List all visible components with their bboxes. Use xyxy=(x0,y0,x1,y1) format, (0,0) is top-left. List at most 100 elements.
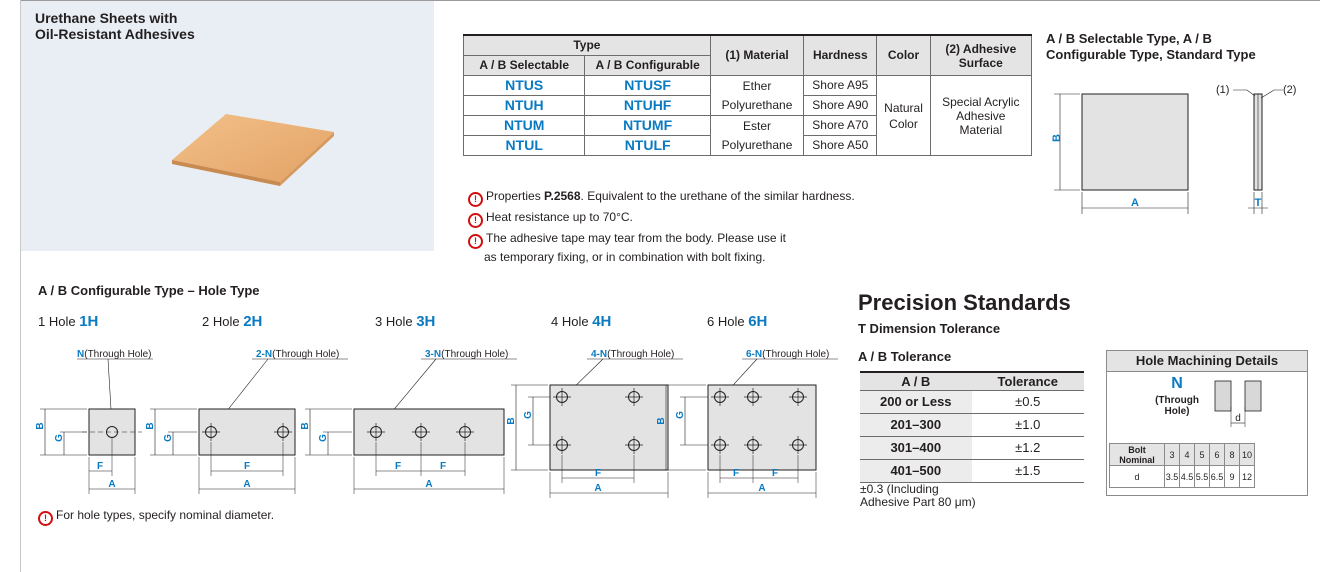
hole-type-code[interactable]: 3H xyxy=(416,313,436,330)
hole-type-code[interactable]: 4H xyxy=(592,313,612,330)
sheet-top-face xyxy=(172,114,334,182)
material-ether-line2: Polyurethane xyxy=(721,97,793,112)
tolerance-cell: ±1.0 xyxy=(971,413,1084,437)
callout-suffix: (Through Hole) xyxy=(441,349,508,360)
header-color: Color xyxy=(876,34,931,76)
dim-b-label: B xyxy=(656,417,667,424)
code-configurable[interactable]: NTULF xyxy=(584,135,711,156)
adhesive-line1: Special Acrylic xyxy=(942,94,1020,109)
dim-f-label: F xyxy=(595,468,601,479)
bolt-nominal-cell: 3 xyxy=(1164,443,1180,466)
bolt-nominal-header: Bolt Nominal xyxy=(1109,443,1165,466)
hole-section-diagram: d xyxy=(1214,380,1262,427)
range-cell: 301–400 xyxy=(860,436,972,460)
type-table-header-row: Type (1) Material Hardness Color (2) Adh… xyxy=(463,34,1033,76)
adhesive-line3: Material xyxy=(959,122,1003,137)
warning-icon: ! xyxy=(468,192,483,207)
dim-g-label: G xyxy=(523,411,534,419)
dim-f-label: F xyxy=(395,461,401,472)
header-type: Type xyxy=(463,34,711,56)
ab-tolerance-table: A / B Tolerance 200 or Less ±0.5 201–300… xyxy=(860,371,1084,483)
bolt-nominal-row: Bolt Nominal 3 4 5 6 8 10 xyxy=(1109,443,1255,466)
callout-text: 2-N(Through Hole) xyxy=(256,349,339,360)
urethane-sheet-image xyxy=(172,114,334,186)
product-title-line2: Oil-Resistant Adhesives xyxy=(35,26,195,42)
hardness-cell: Shore A50 xyxy=(803,135,878,156)
note-adhesive: !The adhesive tape may tear from the bod… xyxy=(468,230,855,249)
note1-page-link[interactable]: P.2568 xyxy=(544,189,581,203)
hole-type-label-text: 2 Hole xyxy=(202,314,244,329)
hole-drawing-1h: N(Through Hole) B G F A xyxy=(35,349,153,494)
hole-type-code[interactable]: 6H xyxy=(748,313,768,330)
color-cell: Natural Color xyxy=(876,75,931,156)
hole-machining-title: Hole Machining Details xyxy=(1107,351,1307,372)
callout-1-leader xyxy=(1233,89,1256,97)
bolt-nominal-cell: 4 xyxy=(1179,443,1195,466)
standard-type-drawing: B A T (1) (2) xyxy=(1051,84,1296,214)
callout-prefix: 2- xyxy=(256,349,265,360)
code-selectable[interactable]: NTUM xyxy=(462,115,586,136)
hole-type-footnote: !For hole types, specify nominal diamete… xyxy=(38,508,274,526)
code-configurable[interactable]: NTUMF xyxy=(584,115,711,136)
callout-1-label: (1) xyxy=(1216,84,1229,96)
dim-g-label: G xyxy=(54,434,65,442)
callout-prefix: 4- xyxy=(591,349,600,360)
dim-a-label: A xyxy=(594,483,601,494)
through-line1: (Through xyxy=(1155,395,1199,406)
tolerance-cell: ±1.2 xyxy=(971,436,1084,460)
code-selectable[interactable]: NTUL xyxy=(462,135,586,156)
code-selectable[interactable]: NTUS xyxy=(462,75,586,96)
hole-drawing-4h: 4-N(Through Hole) B G F A xyxy=(506,349,683,498)
d-value-cell: 4.5 xyxy=(1179,465,1195,488)
d-value-cell: 5.5 xyxy=(1194,465,1210,488)
table-row: 301–400 ±1.2 xyxy=(860,436,1084,460)
tolerance-cell: ±0.5 xyxy=(971,390,1084,414)
sheet-outline xyxy=(549,384,669,471)
frame-top-border xyxy=(20,0,1320,1)
color-line1: Natural xyxy=(884,100,923,115)
hole-type-4h-label: 4 Hole 4H xyxy=(551,313,611,330)
dim-g-label: G xyxy=(163,434,174,442)
product-title: Urethane Sheets with Oil-Resistant Adhes… xyxy=(35,10,195,42)
note-properties: !Properties P.2568. Equivalent to the ur… xyxy=(468,188,855,207)
section-right xyxy=(1244,380,1262,412)
callout-text: 4-N(Through Hole) xyxy=(591,349,674,360)
standard-type-title: A / B Selectable Type, A / B Configurabl… xyxy=(1046,31,1256,63)
warning-icon: ! xyxy=(38,511,53,526)
precision-note-line1: ±0.3 (Including xyxy=(860,482,939,496)
sheet-edge-front xyxy=(172,160,280,186)
dim-b-label: B xyxy=(300,422,311,429)
code-configurable[interactable]: NTUHF xyxy=(584,95,711,116)
type-spec-table: Type (1) Material Hardness Color (2) Adh… xyxy=(462,34,1033,156)
dim-f-label: F xyxy=(97,461,103,472)
hole-type-label-text: 6 Hole xyxy=(707,314,749,329)
d-label: d xyxy=(1235,413,1241,424)
precision-note-line2: Adhesive Part 80 μm) xyxy=(860,495,976,509)
table-row: NTUH NTUHF Shore A90 xyxy=(462,95,1032,116)
header-adhesive-line2: Surface xyxy=(958,55,1003,70)
type-table-subheader-row: A / B Selectable A / B Configurable xyxy=(462,55,1032,76)
dim-b-label: B xyxy=(506,417,517,424)
note1-prefix: Properties xyxy=(486,189,545,203)
material-ether-line1: Ether xyxy=(742,78,772,93)
code-selectable[interactable]: NTUH xyxy=(462,95,586,116)
hole-type-code[interactable]: 1H xyxy=(79,313,99,330)
product-title-line1: Urethane Sheets with xyxy=(35,10,178,26)
dim-g-label: G xyxy=(318,434,329,442)
code-configurable[interactable]: NTUSF xyxy=(584,75,711,96)
adhesive-line2: Adhesive xyxy=(956,108,1006,123)
header-ab-configurable: A / B Configurable xyxy=(584,55,711,76)
hole-type-1h-label: 1 Hole 1H xyxy=(38,313,98,330)
callout-suffix: (Through Hole) xyxy=(607,349,674,360)
hole-type-code[interactable]: 2H xyxy=(243,313,263,330)
n-label: N xyxy=(1171,375,1183,392)
range-cell: 401–500 xyxy=(860,459,972,483)
d-value-row: d 3.5 4.5 5.5 6.5 9 12 xyxy=(1109,465,1255,488)
bolt-nominal-cell: 10 xyxy=(1239,443,1255,466)
table-row: 201–300 ±1.0 xyxy=(860,413,1084,437)
hardness-cell: Shore A70 xyxy=(803,115,878,136)
table-row: 401–500 ±1.5 xyxy=(860,459,1084,483)
sheet-outline xyxy=(707,384,817,471)
dim-a-label: A xyxy=(243,479,250,490)
header-hardness: Hardness xyxy=(803,34,878,76)
